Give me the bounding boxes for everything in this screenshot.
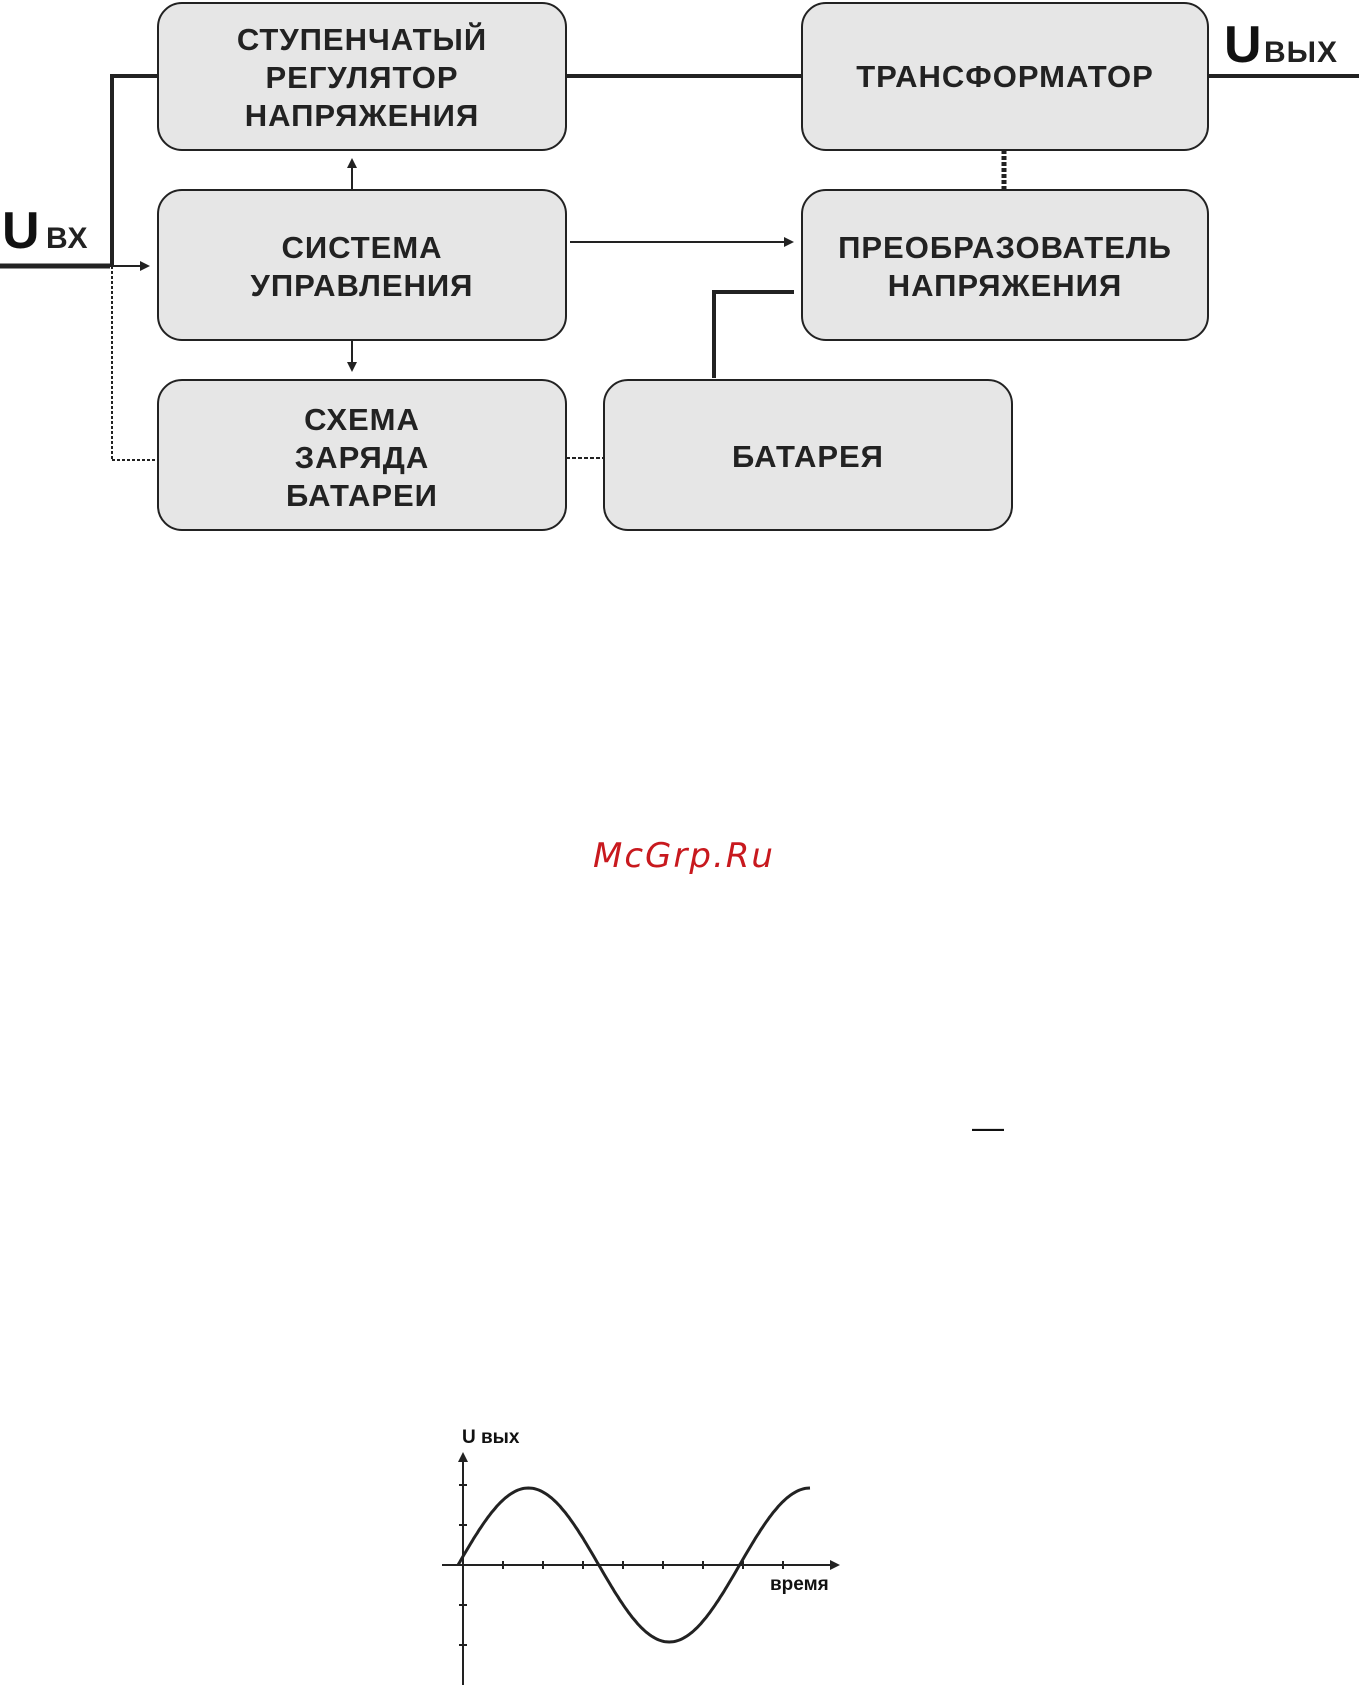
watermark-text: McGrp.Ru <box>593 836 775 876</box>
charge-circuit-line-2: ЗАРЯДА <box>295 440 429 475</box>
block-converter: ПРЕОБРАЗОВАТЕЛЬ НАПРЯЖЕНИЯ <box>802 190 1208 340</box>
block-battery: БАТАРЕЯ <box>604 380 1012 530</box>
input-label-sub: ВХ <box>46 222 89 255</box>
control-system-line-2: УПРАВЛЕНИЯ <box>251 268 474 303</box>
chart-x-label: время <box>770 1574 829 1595</box>
block-charge-circuit: СХЕМА ЗАРЯДА БАТАРЕИ <box>158 380 566 530</box>
step-regulator-line-1: СТУПЕНЧАТЫЙ <box>237 21 487 57</box>
battery-to-converter <box>714 292 794 378</box>
charge-circuit-line-3: БАТАРЕИ <box>286 478 438 513</box>
input-label-u: U <box>2 202 40 260</box>
output-label-sub: ВЫХ <box>1264 36 1338 69</box>
control-system-line-1: СИСТЕМА <box>281 230 442 265</box>
output-voltage-chart: U вых время <box>442 1427 838 1685</box>
step-regulator-line-2: РЕГУЛЯТОР <box>265 60 458 95</box>
converter-line-1: ПРЕОБРАЗОВАТЕЛЬ <box>838 230 1172 265</box>
converter-line-2: НАПРЯЖЕНИЯ <box>888 268 1122 303</box>
control-system-box <box>158 190 566 340</box>
output-label-u: U <box>1224 16 1262 74</box>
transformer-label: ТРАНСФОРМАТОР <box>856 59 1154 94</box>
block-control-system: СИСТЕМА УПРАВЛЕНИЯ <box>158 190 566 340</box>
stray-dash-mark: — <box>972 1109 1004 1145</box>
chart-y-label: U вых <box>462 1427 520 1448</box>
block-transformer: ТРАНСФОРМАТОР <box>802 3 1208 150</box>
charge-circuit-line-1: СХЕМА <box>304 402 420 437</box>
converter-box <box>802 190 1208 340</box>
battery-label: БАТАРЕЯ <box>732 439 884 474</box>
step-regulator-line-3: НАПРЯЖЕНИЯ <box>245 98 479 133</box>
output-label: U ВЫХ <box>1224 16 1338 74</box>
block-step-regulator: СТУПЕНЧАТЫЙ РЕГУЛЯТОР НАПРЯЖЕНИЯ <box>158 3 566 150</box>
input-label: U ВХ <box>2 202 89 260</box>
